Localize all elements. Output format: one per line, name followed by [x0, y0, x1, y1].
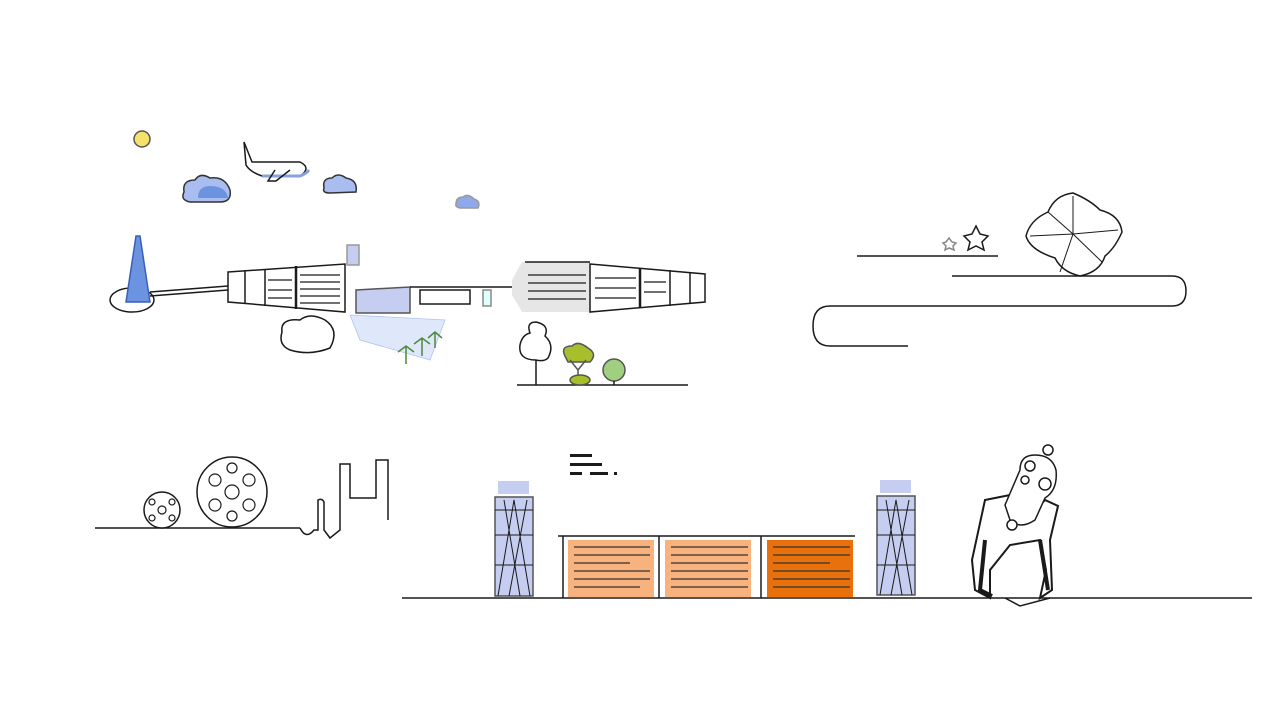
- building-left: [227, 244, 515, 364]
- glass-tower-right: [876, 480, 916, 596]
- sun-icon: [133, 130, 151, 148]
- orange-buildings: [558, 535, 855, 598]
- track-line: [812, 275, 1187, 347]
- glass-tower-left: [494, 481, 534, 597]
- tower-icon: [109, 235, 229, 313]
- robot-icon: [970, 444, 1060, 607]
- airplane-icon: [243, 141, 311, 182]
- cloud-icon: [182, 174, 232, 203]
- cloud-icon: [322, 174, 358, 194]
- dotted-text-marks: [570, 454, 617, 475]
- tree-icon: [517, 321, 688, 386]
- star-flower-icon: [857, 192, 1123, 277]
- building-right: [512, 261, 706, 313]
- dome-sphere-icon: [95, 456, 389, 540]
- cloud-icon: [455, 194, 480, 209]
